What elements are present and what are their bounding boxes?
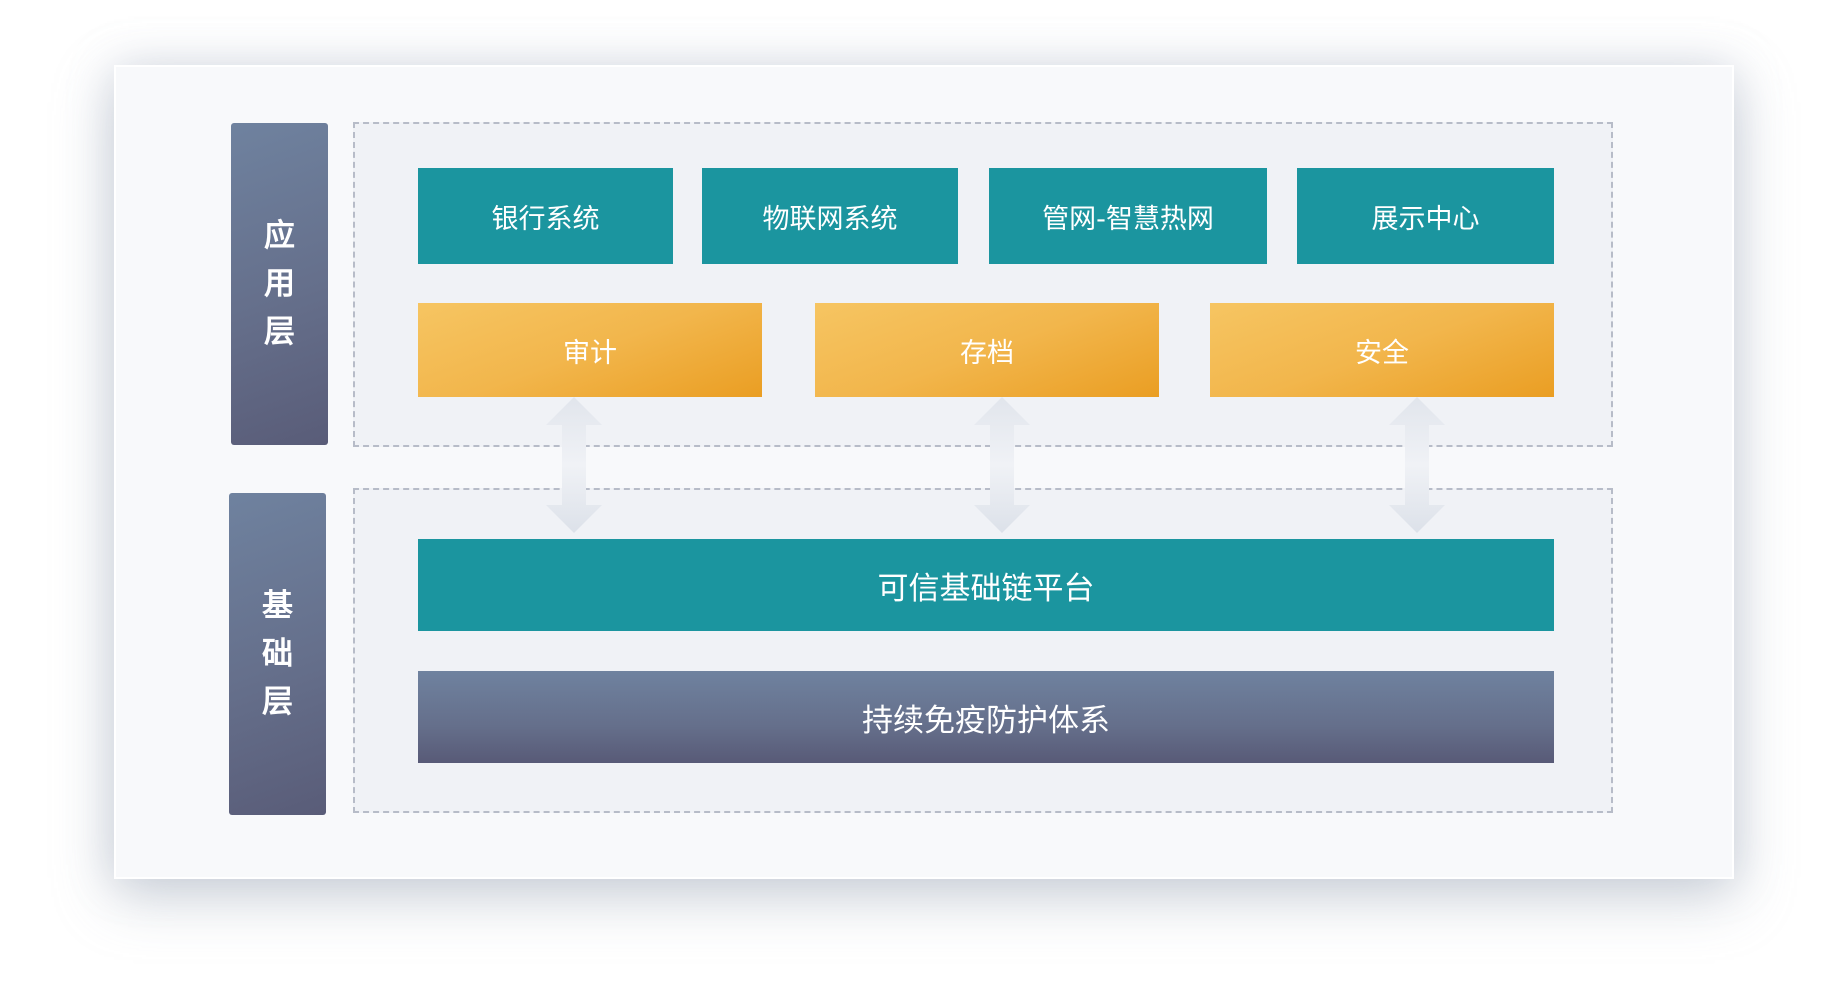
system-box-iot: 物联网系统: [702, 168, 958, 264]
system-box-heating-network: 管网-智慧热网: [989, 168, 1267, 264]
foundation-layer-char-2: 础: [262, 636, 293, 672]
system-label-display-center: 展示中心: [1371, 203, 1480, 235]
application-layer-label: 应 用 层: [231, 123, 328, 445]
service-label-security: 安全: [1355, 337, 1409, 369]
foundation-layer-char-3: 层: [262, 684, 293, 720]
system-label-heating-network: 管网-智慧热网: [1042, 203, 1214, 235]
foundation-zone: [353, 488, 1613, 813]
system-box-display-center: 展示中心: [1297, 168, 1554, 264]
service-label-audit: 审计: [563, 337, 617, 369]
platform-label: 可信基础链平台: [877, 570, 1095, 607]
application-layer-char-3: 层: [264, 314, 295, 350]
double-arrow-icon: [546, 397, 602, 533]
service-box-archive: 存档: [815, 303, 1159, 397]
system-label-iot: 物联网系统: [762, 203, 898, 235]
service-box-audit: 审计: [418, 303, 762, 397]
double-arrow-icon: [974, 397, 1030, 533]
service-box-security: 安全: [1210, 303, 1554, 397]
double-arrow-icon: [1389, 397, 1445, 533]
system-box-bank: 银行系统: [418, 168, 673, 264]
application-layer-char-2: 用: [264, 266, 295, 302]
application-layer-char-1: 应: [264, 218, 295, 254]
protection-box: 持续免疫防护体系: [418, 671, 1554, 763]
platform-box: 可信基础链平台: [418, 539, 1554, 631]
system-label-bank: 银行系统: [491, 203, 600, 235]
protection-label: 持续免疫防护体系: [862, 702, 1110, 739]
foundation-layer-label: 基 础 层: [229, 493, 326, 815]
service-label-archive: 存档: [960, 337, 1014, 369]
foundation-layer-char-1: 基: [262, 588, 293, 624]
